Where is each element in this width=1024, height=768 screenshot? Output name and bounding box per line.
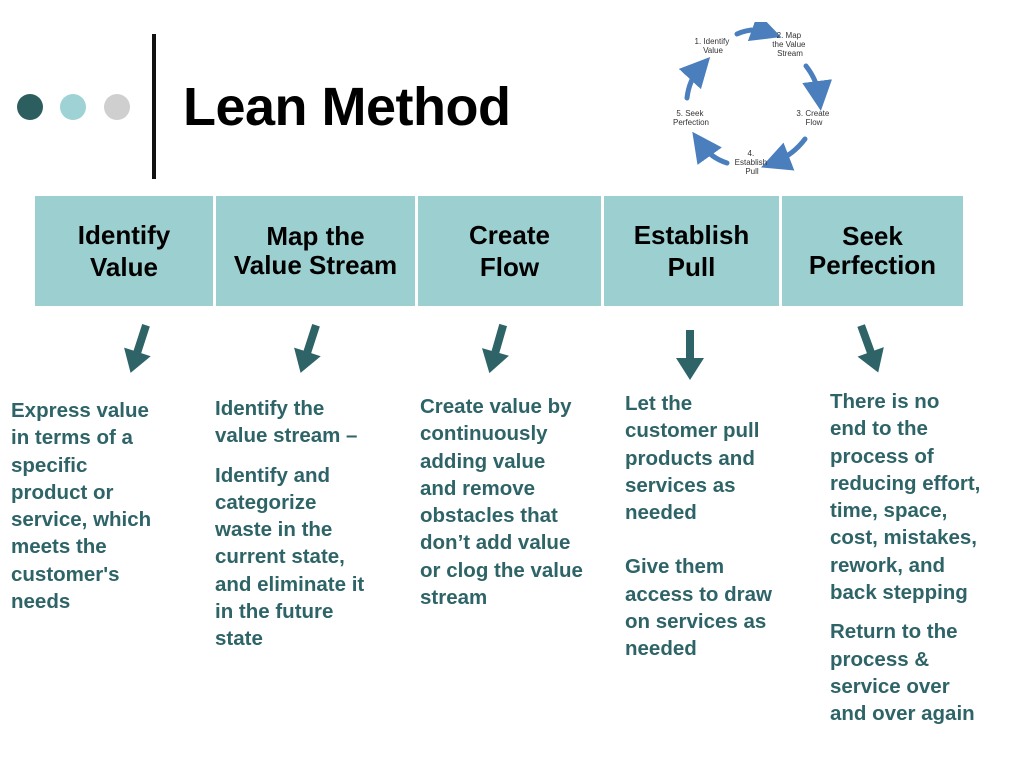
down-arrow-icon [857,324,884,373]
cycle-step-4: 4. Establish Pull [735,149,770,176]
cycle-arrow-4-5 [692,131,730,166]
down-arrow-icon [676,330,704,380]
description-paragraph: Give them access to draw on services as … [625,555,772,661]
title-divider [152,34,156,179]
description-paragraph: Identify and categorize waste in the cur… [215,463,365,651]
down-arrow-icon [294,324,321,373]
header-map-value-stream: Map the Value Stream [216,196,418,306]
lean-cycle-diagram: 1. Identify Value 2. Map the Value Strea… [673,22,833,176]
step-header-row: Identify Value Map the Value Stream Crea… [35,196,963,306]
description-paragraph: Identify the value stream – [215,397,358,448]
description-paragraph: Let the customer pull products and servi… [625,392,760,525]
cycle-arrow-2-3 [802,63,833,111]
description-establish-pull: Let the customer pull products and servi… [625,390,815,675]
cycle-arrow-1-2 [734,22,782,42]
header-identify-value: Identify Value [35,196,216,306]
slide-title: Lean Method [183,77,511,137]
description-identify-value: Express value in terms of a specific pro… [11,397,201,627]
accent-dot-dark [17,94,43,120]
down-arrow-icon [124,324,151,373]
header-establish-pull: Establish Pull [604,196,782,306]
cycle-arrow-5-1 [678,56,711,101]
description-seek-perfection: There is no end to the process of reduci… [830,388,1020,740]
header-create-flow: Create Flow [418,196,604,306]
cycle-step-3: 3. Create Flow [796,109,831,127]
description-create-flow: Create value by continuously adding valu… [420,393,616,623]
description-paragraph: Create value by continuously adding valu… [420,395,583,610]
cycle-step-5: 5. Seek Perfection [673,109,709,127]
accent-dot-gray [104,94,130,120]
cycle-step-1: 1. Identify Value [695,37,732,55]
description-paragraph: Express value in terms of a specific pro… [11,399,152,614]
description-paragraph: There is no end to the process of reduci… [830,390,981,605]
description-map-value-stream: Identify the value stream – Identify and… [215,395,410,665]
header-seek-perfection: Seek Perfection [782,196,963,306]
down-arrow-icon [481,323,509,374]
accent-dot-teal [60,94,86,120]
cycle-step-2: 2. Map the Value Stream [772,31,807,58]
cycle-arrow-3-4 [761,136,808,171]
description-paragraph: Return to the process & service over and… [830,620,975,726]
